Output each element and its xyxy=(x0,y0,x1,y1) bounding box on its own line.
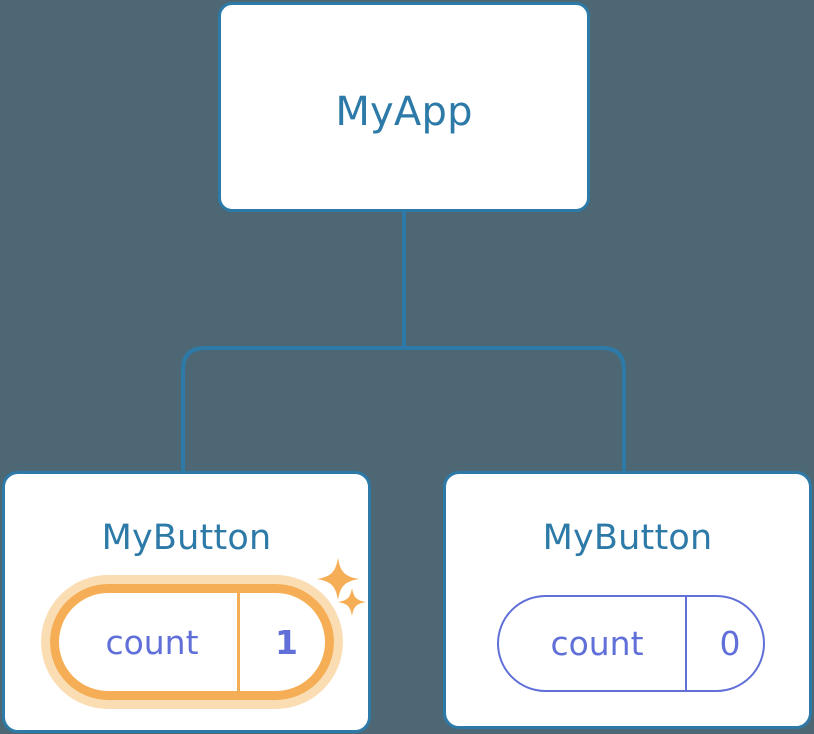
state-pill-left-wrapper[interactable]: count 1 xyxy=(41,575,343,709)
node-mybutton-left[interactable]: MyButton count 1 xyxy=(2,471,371,733)
state-pill-glow xyxy=(41,575,343,709)
node-mybutton-left-title: MyButton xyxy=(101,518,272,558)
node-mybutton-right-title: MyButton xyxy=(542,518,713,558)
node-mybutton-right[interactable]: MyButton count 0 xyxy=(443,471,812,729)
state-pill-count-left[interactable]: count 1 xyxy=(50,584,334,700)
state-pill-right-divider xyxy=(685,597,687,690)
node-myapp-title: MyApp xyxy=(335,89,473,135)
state-pill-left-value: 1 xyxy=(275,622,298,662)
state-pill-right-value: 0 xyxy=(719,624,741,663)
state-pill-count-right[interactable]: count 0 xyxy=(497,595,765,692)
state-pill-left-divider xyxy=(237,593,240,691)
edge-to-left-child xyxy=(181,346,404,473)
edge-to-right-child xyxy=(404,346,626,473)
node-myapp[interactable]: MyApp xyxy=(218,2,590,212)
state-pill-right-key: count xyxy=(550,624,644,663)
state-pill-left-key: count xyxy=(105,622,199,662)
